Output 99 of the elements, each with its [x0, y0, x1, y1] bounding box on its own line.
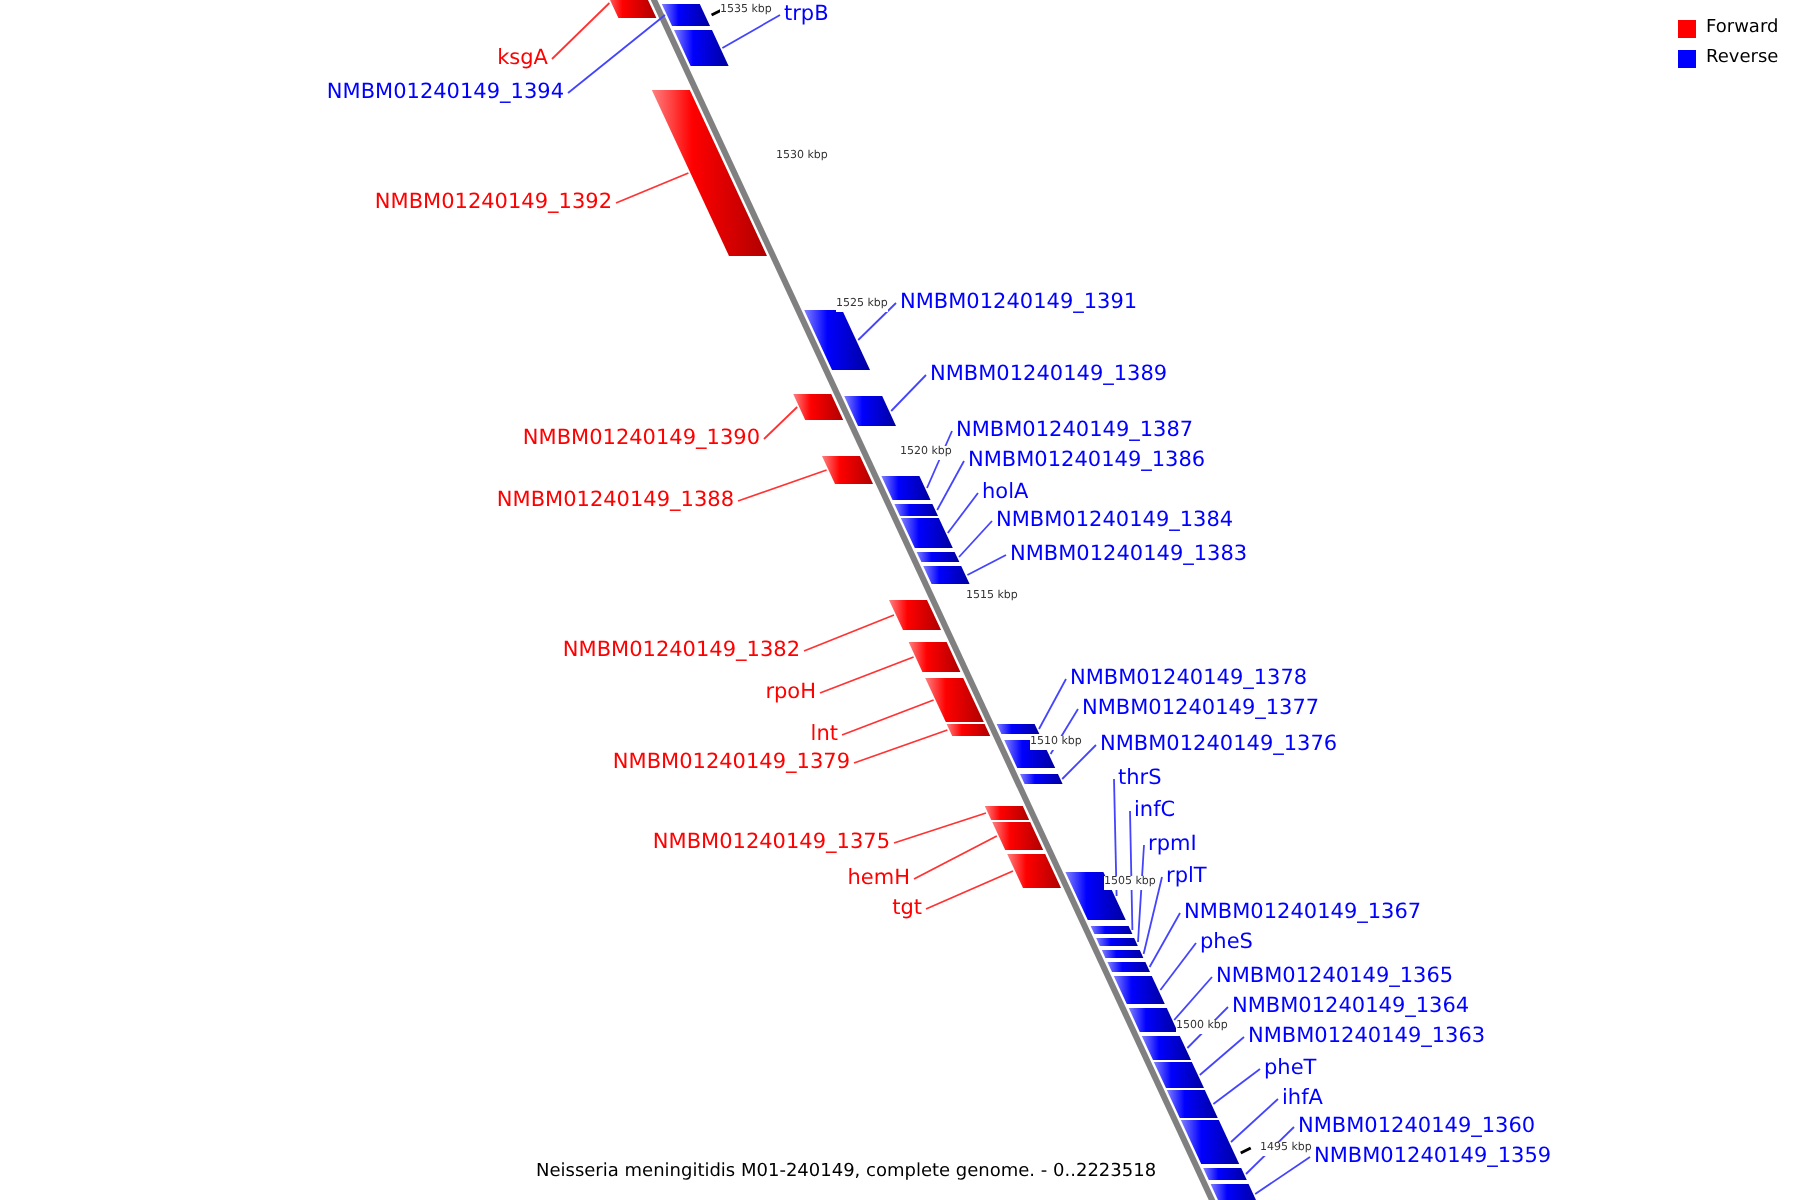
- legend-label: Forward: [1706, 18, 1779, 40]
- leader-line: [893, 812, 987, 844]
- gene-label: hemH: [847, 866, 910, 892]
- gene-block: [844, 396, 896, 426]
- leader-line: [1254, 1156, 1311, 1195]
- leader-line: [925, 870, 1014, 910]
- gene-label: NMBM01240149_1367: [1184, 900, 1422, 926]
- gene-label: lnt: [810, 722, 838, 748]
- gene-label: NMBM01240149_1394: [326, 80, 564, 106]
- leader-line: [737, 469, 828, 502]
- gene-label: infC: [1134, 798, 1176, 824]
- caption: Neisseria meningitidis M01-240149, complete genome. - 0..2223518: [536, 1162, 1157, 1184]
- legend-label: Reverse: [1706, 48, 1779, 70]
- gene-block: [822, 456, 873, 484]
- leader-line: [841, 699, 935, 736]
- gene-label: NMBM01240149_1375: [652, 830, 890, 856]
- gene-block: [604, 0, 657, 18]
- gene-label: ihfA: [1282, 1086, 1323, 1112]
- gene-label: rpoH: [765, 680, 816, 706]
- gene-block: [916, 552, 960, 562]
- gene-block: [923, 566, 970, 584]
- gene-block: [1007, 854, 1061, 888]
- gene-label: NMBM01240149_1392: [374, 190, 612, 216]
- gene-label: NMBM01240149_1377: [1082, 696, 1320, 722]
- gene-label: thrS: [1118, 766, 1162, 792]
- gene-label: NMBM01240149_1386: [968, 448, 1206, 474]
- gene-block: [1096, 938, 1138, 946]
- gene-label: NMBM01240149_1359: [1314, 1144, 1552, 1170]
- leader-line: [1173, 976, 1213, 1021]
- leader-line: [1148, 912, 1181, 968]
- leader-line: [567, 14, 666, 94]
- gene-label: rpmI: [1148, 832, 1197, 858]
- leader-line: [1061, 744, 1097, 780]
- leader-line: [1198, 1036, 1245, 1076]
- gene-label: NMBM01240149_1365: [1216, 964, 1454, 990]
- leader-line: [721, 14, 781, 49]
- leader-line: [1038, 678, 1067, 730]
- gene-block: [674, 30, 729, 66]
- leader-line: [763, 406, 799, 440]
- gene-label: NMBM01240149_1387: [956, 418, 1194, 444]
- gene-label: NMBM01240149_1379: [612, 750, 850, 776]
- leader-line: [936, 460, 965, 511]
- leader-line: [857, 302, 897, 341]
- leader-line: [615, 172, 690, 204]
- leader-line: [1142, 876, 1163, 955]
- gene-block: [1210, 1184, 1258, 1200]
- gene-block: [1180, 1120, 1240, 1164]
- gene-label: NMBM01240149_1388: [496, 488, 734, 514]
- gene-block: [804, 310, 870, 370]
- gene-block: [1113, 976, 1165, 1004]
- gene-label: holA: [982, 480, 1029, 506]
- gene-label: tgt: [892, 896, 922, 922]
- gene-label: NMBM01240149_1376: [1100, 732, 1338, 758]
- gene-block: [651, 90, 767, 256]
- leader-line: [1212, 1068, 1261, 1105]
- gene-block: [1203, 1168, 1247, 1180]
- leader-line: [853, 729, 949, 764]
- gene-block: [881, 476, 931, 500]
- gene-label: rplT: [1166, 864, 1207, 890]
- gene-block: [1141, 1036, 1191, 1060]
- gene-block: [1153, 1062, 1204, 1088]
- gene-label: NMBM01240149_1391: [900, 290, 1138, 316]
- gene-label: NMBM01240149_1382: [562, 638, 800, 664]
- gene-label: pheT: [1264, 1056, 1317, 1082]
- gene-block: [1107, 962, 1150, 972]
- gene-label: ksgA: [497, 46, 548, 72]
- gene-label: NMBM01240149_1389: [930, 362, 1168, 388]
- leader-line: [1159, 942, 1197, 991]
- leader-line: [1230, 1098, 1279, 1143]
- leader-line: [890, 374, 927, 412]
- leader-line: [1113, 778, 1118, 897]
- gene-block: [661, 4, 710, 26]
- gene-block: [1020, 774, 1063, 784]
- gene-label: NMBM01240149_1363: [1248, 1024, 1486, 1050]
- leader-line: [966, 554, 1007, 576]
- leader-line: [946, 492, 979, 534]
- gene-block: [1166, 1090, 1218, 1118]
- leader-line: [819, 656, 915, 694]
- leader-line: [551, 2, 611, 60]
- leader-line: [958, 520, 993, 558]
- gene-label: NMBM01240149_1390: [522, 426, 760, 452]
- leader-line: [1137, 844, 1145, 943]
- gene-block: [1101, 950, 1144, 958]
- leader-line: [803, 614, 895, 652]
- gene-label: pheS: [1200, 930, 1253, 956]
- gene-label: NMBM01240149_1383: [1010, 542, 1248, 568]
- gene-label: NMBM01240149_1384: [996, 508, 1234, 534]
- leader-line: [1129, 810, 1134, 931]
- gene-block: [996, 724, 1040, 734]
- gene-block: [889, 600, 941, 630]
- gene-block: [793, 394, 844, 420]
- gene-label: NMBM01240149_1378: [1070, 666, 1308, 692]
- gene-block: [1090, 926, 1133, 934]
- gene-label: trpB: [784, 2, 829, 28]
- gene-block: [908, 642, 961, 672]
- gene-label: NMBM01240149_1360: [1298, 1114, 1536, 1140]
- gene-label: NMBM01240149_1364: [1232, 994, 1470, 1020]
- leader-line: [913, 835, 998, 880]
- gene-block: [1128, 1008, 1178, 1032]
